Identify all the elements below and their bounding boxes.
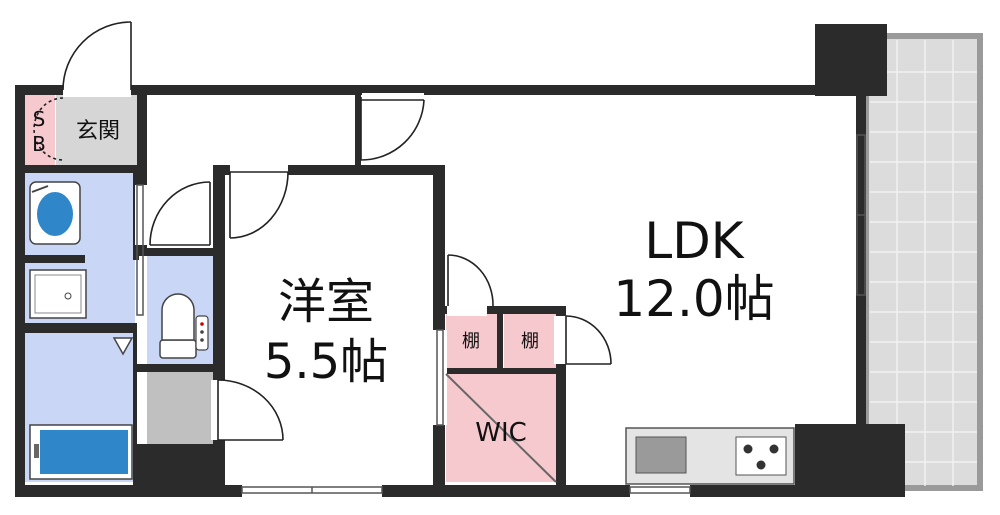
shelf-right-floor <box>504 314 556 368</box>
ldk-size-label: 12.0帖 <box>613 270 774 328</box>
kitchen-counter-icon <box>625 427 795 485</box>
washing-machine-pan-icon <box>29 269 87 319</box>
balcony <box>863 33 983 491</box>
washbasin-icon <box>29 181 81 245</box>
door-swings <box>33 21 612 441</box>
sb-floor <box>23 95 55 165</box>
ldk-name-label: LDK <box>644 212 744 270</box>
youshitsu-name-label: 洋室 <box>278 274 374 330</box>
shelf-right-label: 棚 <box>521 331 539 352</box>
genkan-floor <box>56 95 140 165</box>
youshitsu-size-label: 5.5帖 <box>264 334 388 390</box>
wic-diagonal <box>445 373 557 483</box>
wic-label: WIC <box>475 418 527 448</box>
storage-floor <box>147 372 213 444</box>
shelf-left-floor <box>446 314 498 368</box>
bathtub-icon <box>29 424 133 480</box>
triangle-marker-icon <box>112 337 134 356</box>
toilet-icon <box>159 293 209 359</box>
genkan-label: 玄関 <box>76 119 120 144</box>
sb-label-line1: S <box>33 107 46 131</box>
shelf-left-label: 棚 <box>462 331 480 352</box>
sb-label-line2: B <box>32 132 46 156</box>
